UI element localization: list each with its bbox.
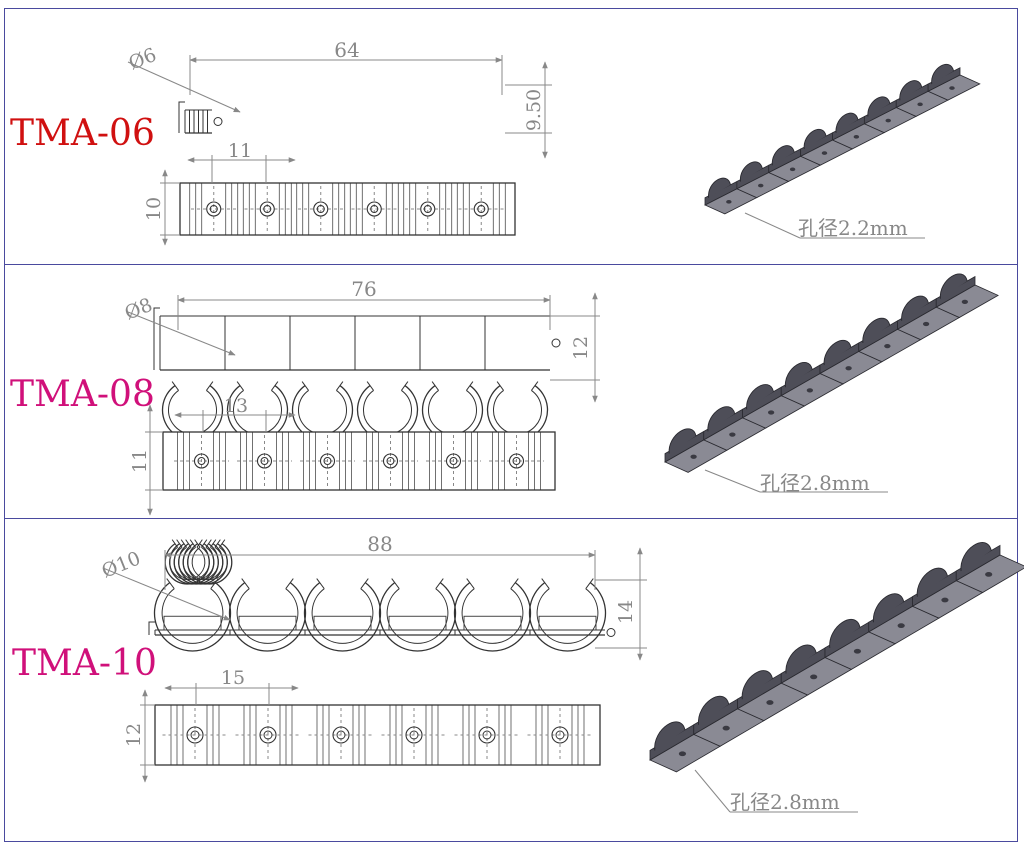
diameter-dimension: Ø6 bbox=[126, 44, 160, 75]
mounting-hole bbox=[420, 201, 436, 217]
mounting-hole bbox=[256, 453, 273, 469]
clip-hump bbox=[668, 428, 697, 454]
hole-diameter-note: 孔径2.8mm bbox=[730, 790, 840, 814]
height-dimension: 9.50 bbox=[523, 89, 545, 131]
clip-bottom-view bbox=[162, 431, 556, 491]
model-label: TMA-10 bbox=[12, 643, 157, 684]
clip-hump bbox=[901, 295, 929, 321]
clip-front-view bbox=[153, 307, 561, 441]
clip-hump bbox=[746, 384, 774, 410]
clip-bottom-view bbox=[154, 704, 601, 766]
clip-slot-outline bbox=[378, 582, 457, 652]
height-dimension: 12 bbox=[570, 336, 592, 360]
width-dimension: 88 bbox=[367, 532, 392, 556]
clip-slot-outline bbox=[528, 582, 607, 652]
mounting-hole bbox=[508, 453, 525, 469]
clip-hump bbox=[771, 145, 795, 166]
pitch-dimension: 13 bbox=[224, 395, 248, 417]
clip-slot-outline bbox=[228, 582, 307, 652]
clip-hump bbox=[784, 362, 813, 388]
hole-diameter-note: 孔径2.2mm bbox=[798, 216, 908, 240]
depth-dimension: 12 bbox=[123, 723, 145, 747]
diameter-dimension: Ø8 bbox=[122, 294, 156, 325]
clip-hump bbox=[939, 273, 968, 299]
clip-hump bbox=[916, 567, 948, 597]
mounting-hole bbox=[478, 726, 496, 744]
panel-tma-08: TMA-08 76 Ø8 12 13 11 孔径2.8mm bbox=[10, 273, 999, 516]
clip-front-view bbox=[164, 101, 233, 585]
pitch-dimension: 11 bbox=[228, 140, 252, 162]
clip-slot-outline bbox=[303, 582, 382, 652]
mounting-hole bbox=[473, 201, 489, 217]
width-dimension: 76 bbox=[351, 277, 376, 301]
clip-hump bbox=[873, 593, 905, 623]
clip-hump bbox=[698, 695, 730, 725]
clip-front-view bbox=[148, 578, 616, 652]
mounting-hole bbox=[206, 201, 222, 217]
mounting-hole bbox=[259, 201, 275, 217]
clip-3d-render bbox=[704, 64, 981, 215]
clip-hump bbox=[835, 112, 859, 133]
depth-dimension: 10 bbox=[143, 197, 165, 221]
panel-tma-10: TMA-10 88 Ø10 14 15 12 孔径2.8mm bbox=[12, 532, 1024, 814]
mounting-hole bbox=[259, 726, 277, 744]
mounting-hole bbox=[332, 726, 350, 744]
clip-hump bbox=[899, 80, 923, 101]
mounting-hole bbox=[405, 726, 423, 744]
clip-hump bbox=[960, 542, 992, 572]
panel-tma-06: TMA-06 64 Ø6 9.50 11 10 bbox=[10, 38, 981, 585]
clip-hump bbox=[829, 619, 861, 648]
clip-hump bbox=[741, 670, 773, 700]
hole-diameter-note: 孔径2.8mm bbox=[760, 471, 870, 495]
mounting-hole bbox=[319, 453, 336, 469]
depth-dimension: 11 bbox=[129, 449, 151, 473]
clip-bottom-view bbox=[179, 182, 516, 236]
mounting-hole bbox=[445, 453, 462, 469]
clip-3d-render bbox=[649, 542, 1024, 773]
pitch-dimension: 15 bbox=[221, 667, 245, 689]
clip-hump bbox=[740, 161, 763, 182]
model-label: TMA-06 bbox=[10, 113, 155, 154]
clip-hump bbox=[708, 177, 731, 198]
clip-hump bbox=[707, 406, 736, 432]
clip-hump bbox=[867, 96, 891, 117]
clip-hump bbox=[862, 317, 891, 344]
mounting-hole bbox=[313, 201, 329, 217]
clip-3d-render bbox=[664, 273, 999, 473]
mounting-hole bbox=[366, 201, 382, 217]
width-dimension: 64 bbox=[334, 38, 359, 62]
height-dimension: 14 bbox=[615, 600, 637, 624]
clip-hump bbox=[803, 129, 827, 150]
clip-hump bbox=[823, 339, 852, 366]
panel-frame-tma-10 bbox=[4, 518, 1018, 842]
mounting-hole bbox=[186, 726, 204, 744]
clip-slot-outline bbox=[153, 582, 232, 652]
clip-hump bbox=[931, 64, 955, 85]
diameter-dimension: Ø10 bbox=[99, 547, 144, 582]
mounting-hole bbox=[193, 453, 210, 469]
mounting-hole bbox=[551, 726, 569, 744]
mounting-hole bbox=[382, 453, 399, 469]
clip-hump bbox=[654, 721, 686, 751]
model-label: TMA-08 bbox=[10, 374, 155, 415]
clip-hump bbox=[785, 644, 817, 674]
clip-slot-outline bbox=[453, 582, 532, 652]
